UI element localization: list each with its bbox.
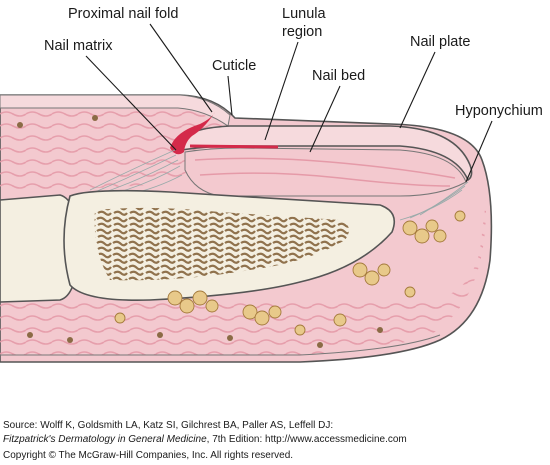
nail-matrix — [170, 112, 215, 155]
leader-proximal-nail-fold — [149, 23, 213, 113]
label-cuticle: Cuticle — [212, 58, 256, 74]
nail-anatomy-diagram: Proximal nail fold Nail matrix Cuticle L… — [0, 6, 543, 363]
leader-cuticle — [227, 75, 233, 116]
leader-nail-plate — [399, 51, 436, 129]
label-proximal-nail-fold: Proximal nail fold — [68, 6, 178, 22]
label-lunula: Lunula — [282, 6, 326, 22]
leader-hyponychium — [465, 120, 493, 183]
label-nail-matrix: Nail matrix — [44, 38, 113, 54]
lunula-line — [189, 144, 279, 149]
leader-nail-bed — [309, 85, 341, 153]
leader-nail-matrix — [85, 55, 177, 151]
label-lunula-region: region — [282, 24, 322, 40]
source-line-2: Fitzpatrick's Dermatology in General Med… — [3, 433, 549, 447]
label-nail-bed: Nail bed — [312, 68, 365, 84]
source-citation: Source: Wolff K, Goldsmith LA, Katz SI, … — [3, 419, 549, 463]
source-book-title: Fitzpatrick's Dermatology in General Med… — [3, 434, 207, 445]
leader-lunula-region — [264, 41, 299, 141]
nail-bed — [184, 147, 467, 197]
source-line-1: Source: Wolff K, Goldsmith LA, Katz SI, … — [3, 420, 334, 431]
source-edition-url: , 7th Edition: http://www.accessmedicine… — [206, 434, 407, 445]
label-nail-plate: Nail plate — [410, 34, 470, 50]
copyright-line: Copyright © The McGraw-Hill Companies, I… — [3, 450, 294, 461]
label-hyponychium: Hyponychium — [455, 103, 543, 119]
